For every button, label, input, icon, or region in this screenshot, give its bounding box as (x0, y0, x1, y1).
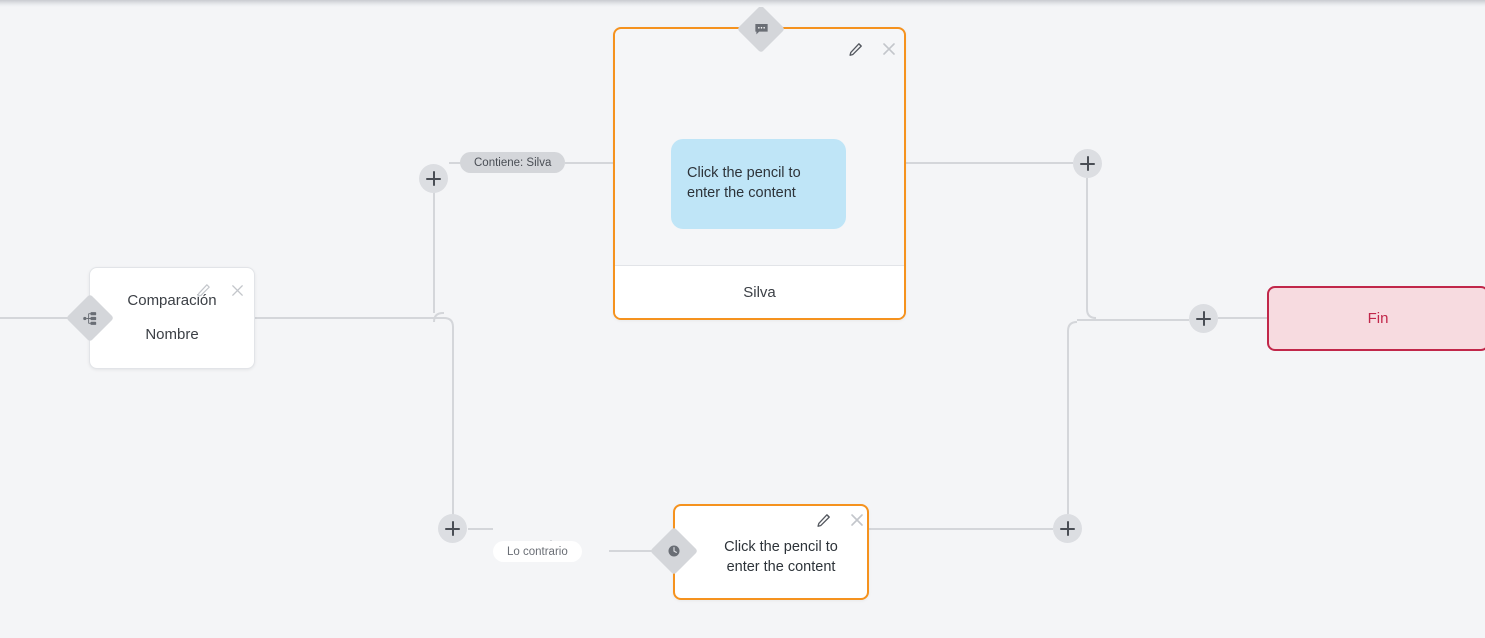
clock-icon-badge (649, 526, 699, 576)
hierarchy-icon (73, 301, 107, 335)
edge-wait-up (1067, 321, 1078, 514)
hierarchy-icon-badge (65, 293, 115, 343)
add-button-before-end[interactable] (1189, 304, 1218, 333)
edge-label-otherwise[interactable]: Lo contrario (493, 541, 582, 562)
message-card-footer: Silva (615, 265, 904, 318)
close-icon[interactable] (228, 281, 246, 299)
wait-card-text: Click the pencil to enter the content (724, 538, 838, 575)
edge-comparison-out (254, 317, 454, 514)
add-button-after-message[interactable] (1073, 149, 1102, 178)
close-icon[interactable] (880, 40, 898, 58)
add-button-branch-true[interactable] (419, 164, 448, 193)
pencil-icon[interactable] (846, 40, 864, 58)
message-card-action-icons (846, 40, 898, 58)
comparison-subtitle: Nombre (145, 325, 199, 343)
clock-icon (657, 534, 691, 568)
comparison-title: Comparación (127, 292, 217, 310)
edge-branch-true-rail (433, 312, 444, 323)
pencil-icon[interactable] (814, 511, 832, 529)
chat-bubble-icon-badge (736, 4, 786, 54)
node-message-card[interactable]: Click the pencil to enter the content Si… (613, 27, 906, 320)
chat-bubble-icon (744, 12, 778, 46)
node-end[interactable]: Fin (1267, 286, 1485, 351)
close-icon[interactable] (848, 511, 866, 529)
edge-label-contains[interactable]: Contiene: Silva (460, 152, 566, 173)
add-button-after-wait[interactable] (1053, 514, 1082, 543)
add-button-branch-false[interactable] (438, 514, 467, 543)
wait-card-action-icons (814, 511, 866, 529)
node-comparison[interactable]: Comparación Nombre (89, 267, 255, 369)
message-bubble: Click the pencil to enter the content (671, 139, 846, 229)
node-wait-card[interactable]: Click the pencil to enter the content (673, 504, 869, 600)
end-node-label: Fin (1367, 310, 1389, 327)
comparison-action-icons (194, 281, 246, 299)
edge-message-down (1086, 178, 1097, 319)
pencil-icon[interactable] (194, 281, 212, 299)
